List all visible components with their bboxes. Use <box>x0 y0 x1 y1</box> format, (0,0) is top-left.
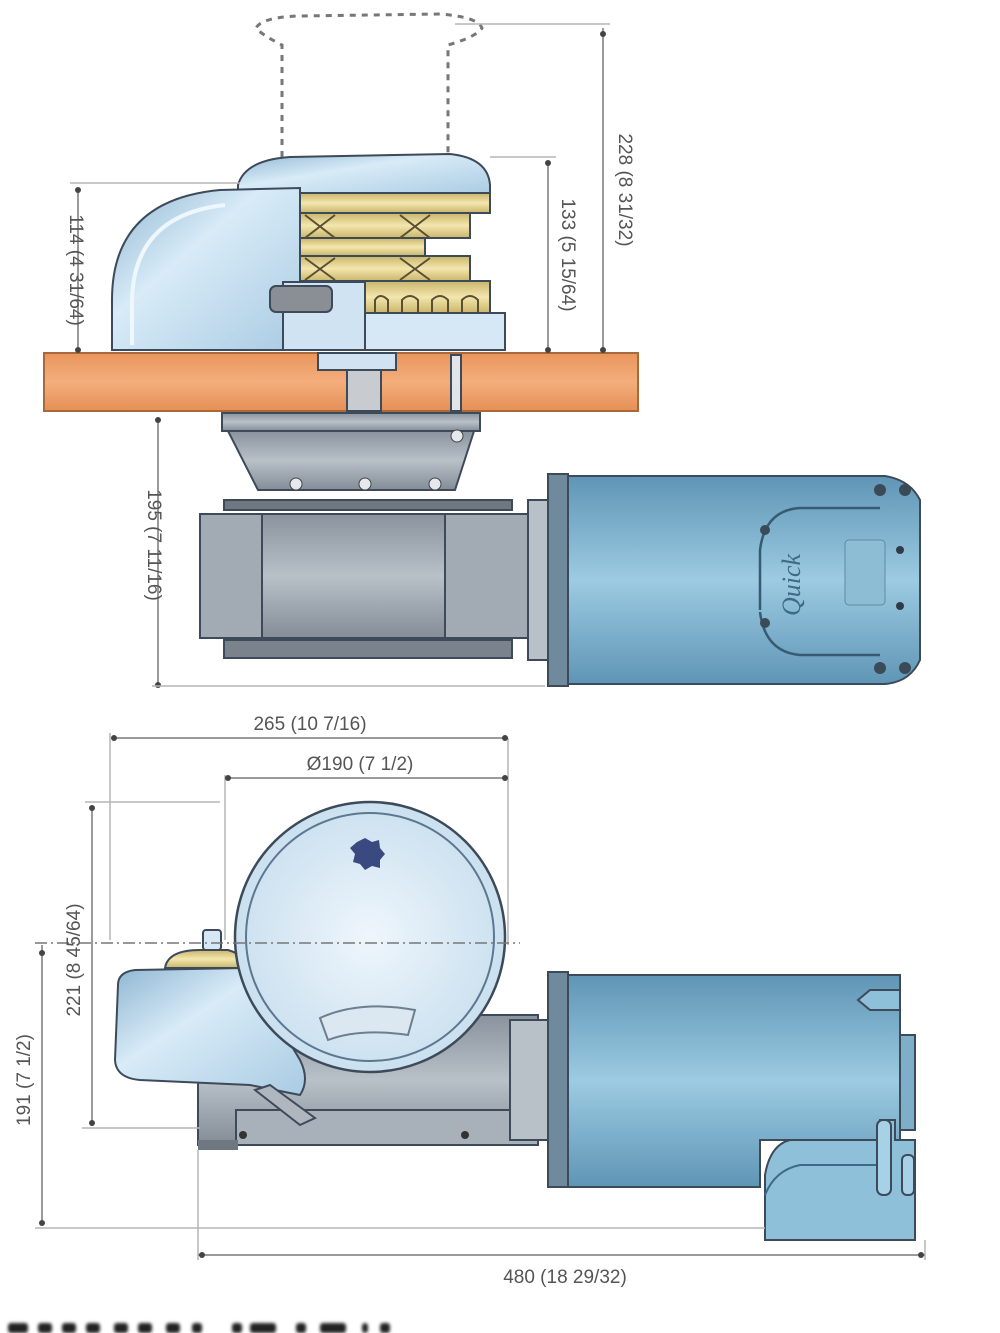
side-view: Quick 114 (4 31/64) 133 (5 15/64) <box>43 12 921 688</box>
dim-below-deck-depth: 195 (7 11/16) <box>143 489 164 601</box>
dim-overall-length: 480 (18 29/32) <box>503 1267 627 1288</box>
brand-logo: Quick <box>777 554 806 617</box>
gearbox <box>199 412 551 661</box>
dim-base-depth: 221 (8 45/64) <box>64 903 85 1016</box>
dim-overall-width: 265 (10 7/16) <box>253 714 366 735</box>
drive-shaft <box>346 369 382 412</box>
dim-centre-offset: 191 (7 1/2) <box>14 1034 35 1126</box>
lever-clip <box>252 1083 317 1127</box>
top-motor <box>547 971 916 1241</box>
drum-cap <box>237 152 491 196</box>
capstan-ghost-outline <box>254 12 484 157</box>
stripper-roller <box>269 285 333 313</box>
gypsy <box>299 192 491 314</box>
dim-base-diameter: Ø190 (7 1/2) <box>307 754 414 775</box>
cropped-caption <box>0 1318 580 1333</box>
top-view: 265 (10 7/16) Ø190 (7 1/2) <box>14 714 926 1288</box>
drum-bolt <box>350 838 385 870</box>
motor: Quick <box>547 473 921 687</box>
dim-drum-height: 114 (4 31/64) <box>65 214 86 326</box>
housing-cover <box>111 186 301 351</box>
dim-gypsy-height: 133 (5 15/64) <box>557 198 578 311</box>
dim-capstan-height: 228 (8 31/32) <box>614 133 635 246</box>
drum-logo-plate <box>318 1005 417 1042</box>
side-view-dimensions: 114 (4 31/64) 133 (5 15/64) 228 (8 31/32… <box>65 23 635 688</box>
deck-stud <box>450 354 462 412</box>
drum-top <box>233 800 507 1074</box>
